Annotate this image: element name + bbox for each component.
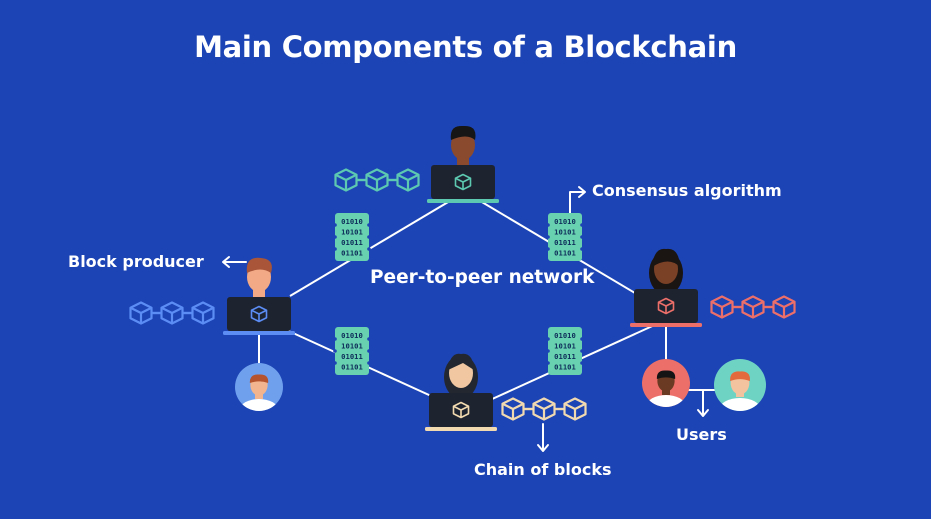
- packet-bits-text: 01010: [554, 217, 576, 226]
- user-avatar-teal: [714, 359, 766, 411]
- block-cube-icon: [365, 168, 389, 192]
- block-cube-icon: [250, 305, 268, 323]
- packet-bits-text: 01011: [554, 352, 576, 361]
- block-cube-icon: [710, 295, 734, 319]
- node-bottom: [425, 353, 497, 431]
- packet-bits-text: 01101: [554, 363, 576, 372]
- chain-label: Chain of blocks: [474, 460, 612, 479]
- packet-bits-text: 01011: [341, 238, 363, 247]
- block-cube-icon: [129, 301, 153, 325]
- chain-of-blocks-left: [129, 301, 215, 325]
- packet-bits-text: 10101: [554, 228, 576, 237]
- node-right-consensus: [630, 248, 702, 327]
- packet-bits-text: 01010: [341, 217, 363, 226]
- users-label: Users: [676, 425, 727, 444]
- block-cube-icon: [160, 301, 184, 325]
- page-title: Main Components of a Blockchain: [194, 30, 737, 64]
- block-cube-icon: [532, 397, 556, 421]
- block-cube-icon: [452, 401, 470, 419]
- consensus-arrow: [569, 191, 584, 216]
- chain-of-blocks-top: [334, 168, 420, 192]
- packet-bits-text: 10101: [341, 228, 363, 237]
- block-cube-icon: [454, 173, 472, 191]
- node-top: [427, 125, 499, 203]
- consensus-label: Consensus algorithm: [592, 181, 782, 200]
- packet-bits-text: 01011: [341, 352, 363, 361]
- block-cube-icon: [334, 168, 358, 192]
- producer-label: Block producer: [68, 252, 204, 271]
- packet-bits-text: 01101: [341, 249, 363, 258]
- block-cube-icon: [657, 297, 675, 315]
- chain-of-blocks-bottom: [501, 397, 587, 421]
- network-label: Peer-to-peer network: [370, 267, 595, 288]
- node-left-block-producer: [223, 257, 295, 335]
- packet-bits-text: 01011: [554, 238, 576, 247]
- packet-bits-text: 01101: [341, 363, 363, 372]
- packet-bits-text: 01010: [341, 331, 363, 340]
- block-cube-icon: [563, 397, 587, 421]
- block-cube-icon: [772, 295, 796, 319]
- block-cube-icon: [396, 168, 420, 192]
- packet-bits-text: 01010: [554, 331, 576, 340]
- user-avatar-left: [235, 363, 283, 411]
- block-cube-icon: [501, 397, 525, 421]
- packet-bits-text: 10101: [554, 342, 576, 351]
- chain-of-blocks-right: [710, 295, 796, 319]
- arrows: [222, 186, 721, 452]
- block-cube-icon: [741, 295, 765, 319]
- packet-bits-text: 01101: [554, 249, 576, 258]
- block-cube-icon: [191, 301, 215, 325]
- user-avatar-red: [642, 359, 690, 407]
- packet-bits-text: 10101: [341, 342, 363, 351]
